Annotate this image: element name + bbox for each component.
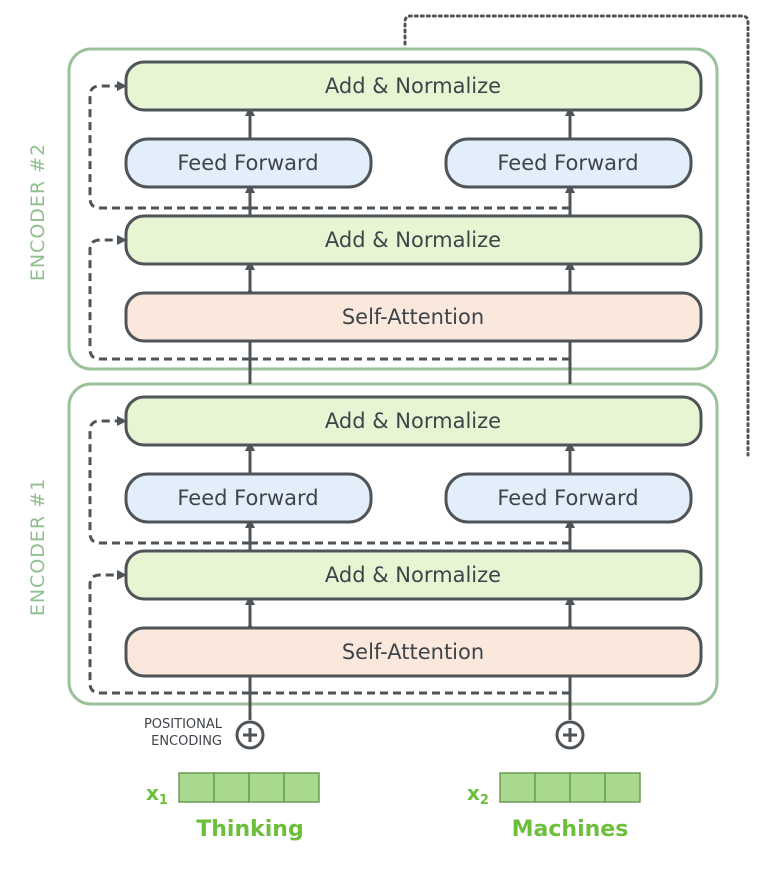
input-x1: x1 Thinking bbox=[146, 772, 320, 842]
e1-add-normalize-bottom-label: Add & Normalize bbox=[325, 563, 501, 587]
e2-add-normalize-bottom-label: Add & Normalize bbox=[325, 228, 501, 252]
input-x1-symbol: x1 bbox=[146, 781, 168, 808]
plus-icon-left bbox=[235, 720, 265, 750]
e2-feed-forward-left-label: Feed Forward bbox=[177, 151, 318, 175]
e2-add-normalize-top: Add & Normalize bbox=[124, 60, 703, 112]
e2-feed-forward-right-label: Feed Forward bbox=[497, 151, 638, 175]
residual-e2-attn-left bbox=[88, 235, 250, 361]
e2-feed-forward-right: Feed Forward bbox=[444, 137, 693, 189]
positional-encoding-label-line2: ENCODING bbox=[151, 734, 222, 749]
e1-add-normalize-top: Add & Normalize bbox=[124, 395, 703, 447]
positional-encoding-label-line1: POSITIONAL bbox=[144, 717, 223, 732]
e1-feed-forward-right: Feed Forward bbox=[444, 472, 693, 524]
input-x2-symbol: x2 bbox=[467, 781, 489, 808]
e2-add-normalize-top-label: Add & Normalize bbox=[325, 74, 501, 98]
e1-add-normalize-top-label: Add & Normalize bbox=[325, 409, 501, 433]
encoder-1-label: ENCODER #1 bbox=[27, 478, 49, 616]
e2-self-attention-label: Self-Attention bbox=[342, 305, 484, 329]
input-word-machines: Machines bbox=[512, 817, 629, 842]
e1-feed-forward-right-label: Feed Forward bbox=[497, 486, 638, 510]
e2-self-attention: Self-Attention bbox=[124, 291, 703, 343]
e1-self-attention: Self-Attention bbox=[124, 626, 703, 678]
e2-add-normalize-bottom: Add & Normalize bbox=[124, 214, 703, 266]
residual-e1-ffn-left bbox=[88, 416, 250, 545]
residual-e1-attn-left bbox=[88, 570, 250, 695]
plus-icon-right bbox=[555, 720, 585, 750]
residual-e2-ffn-left bbox=[88, 81, 250, 210]
e1-add-normalize-bottom: Add & Normalize bbox=[124, 549, 703, 601]
e1-feed-forward-left: Feed Forward bbox=[124, 472, 373, 524]
output-dotted-path bbox=[403, 14, 750, 457]
input-word-thinking: Thinking bbox=[196, 817, 303, 842]
input-x2: x2 Machines bbox=[467, 772, 641, 842]
e2-feed-forward-left: Feed Forward bbox=[124, 137, 373, 189]
input-x2-vector bbox=[499, 772, 641, 803]
e1-feed-forward-left-label: Feed Forward bbox=[177, 486, 318, 510]
e1-self-attention-label: Self-Attention bbox=[342, 640, 484, 664]
encoder-2-label: ENCODER #2 bbox=[27, 143, 49, 281]
input-x1-vector bbox=[178, 772, 320, 803]
